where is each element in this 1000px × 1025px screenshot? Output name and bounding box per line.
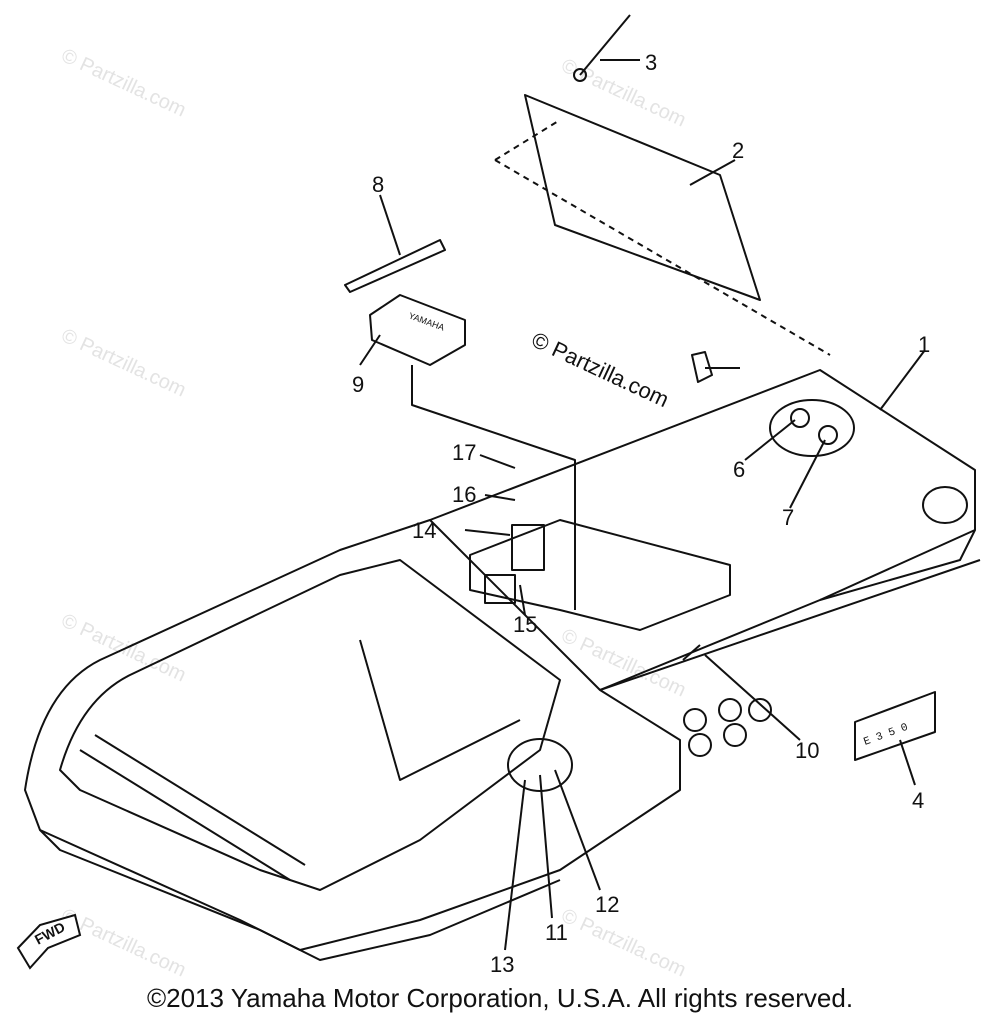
leader-13 xyxy=(504,779,526,951)
callout-1: 1 xyxy=(918,332,930,357)
callout-15: 15 xyxy=(513,612,537,637)
copyright-notice: ©2013 Yamaha Motor Corporation, U.S.A. A… xyxy=(146,983,854,1013)
cover-plate-2 xyxy=(524,94,761,301)
rear-frame-bottom xyxy=(599,559,981,691)
leader-9 xyxy=(359,334,381,366)
leader-2 xyxy=(689,159,736,186)
leader-6 xyxy=(744,419,796,461)
side-hole xyxy=(688,733,712,757)
callout-3: 3 xyxy=(645,50,657,75)
bracket-15 xyxy=(484,574,516,604)
bolt-10 xyxy=(682,644,701,661)
routing-line xyxy=(411,365,576,610)
rear-frame-side xyxy=(819,529,976,601)
leader-4 xyxy=(899,739,916,786)
callout-4: 4 xyxy=(912,788,924,813)
belly-pan-outer xyxy=(24,519,681,951)
leader-7 xyxy=(789,439,826,509)
callout-11: 11 xyxy=(545,920,568,945)
center-watermark: © Partzilla.com xyxy=(528,327,673,412)
bearing-7 xyxy=(818,425,838,445)
side-hole xyxy=(718,698,742,722)
watermark: © Partzilla.com xyxy=(58,45,189,122)
leader-11 xyxy=(539,774,553,919)
leader-17 xyxy=(479,454,516,469)
callout-13: 13 xyxy=(490,952,514,977)
watermark: © Partzilla.com xyxy=(558,905,689,982)
strap-8 xyxy=(344,239,446,293)
cover-plate-dashed xyxy=(494,119,831,356)
front-bumper xyxy=(39,829,561,961)
watermark: © Partzilla.com xyxy=(558,625,689,702)
belly-pan-inner xyxy=(59,559,561,891)
leader-15 xyxy=(519,584,526,616)
rear-bearing-housing xyxy=(769,399,855,457)
callout-14: 14 xyxy=(412,518,436,543)
bearing-6 xyxy=(790,408,810,428)
watermark: © Partzilla.com xyxy=(58,325,189,402)
rear-frame-hole xyxy=(922,486,968,524)
leader-10 xyxy=(704,654,801,741)
steering-post xyxy=(79,749,291,881)
callout-17: 17 xyxy=(452,440,476,465)
battery-brand-label: YAMAHA xyxy=(407,310,446,332)
callout-2: 2 xyxy=(732,138,744,163)
callout-10: 10 xyxy=(795,738,819,763)
side-hole xyxy=(683,708,707,732)
watermark: © Partzilla.com xyxy=(558,55,689,132)
watermark: © Partzilla.com xyxy=(58,905,189,982)
callout-8: 8 xyxy=(372,172,384,197)
tunnel-line xyxy=(359,639,521,781)
plate-text: E 3 5 0 xyxy=(862,722,910,749)
plate-4 xyxy=(854,691,936,761)
bolt-3-head xyxy=(573,68,587,82)
sprocket xyxy=(691,351,713,383)
leader-8 xyxy=(379,194,401,256)
frame-line-art xyxy=(24,14,981,961)
side-hole xyxy=(748,698,772,722)
bolt-3 xyxy=(579,14,631,76)
callout-12: 12 xyxy=(595,892,619,917)
fwd-arrow: FWD xyxy=(16,913,82,970)
callout-16: 16 xyxy=(452,482,476,507)
bracket-14 xyxy=(511,524,545,571)
callout-labels: 1 2 3 4 6 7 8 9 10 11 12 13 14 15 16 17 xyxy=(352,50,930,977)
leader-16 xyxy=(484,494,516,501)
callout-6: 6 xyxy=(733,457,745,482)
steering-post-2 xyxy=(94,734,306,866)
battery-9 xyxy=(369,294,466,366)
rear-frame-top xyxy=(429,369,976,691)
leader-12 xyxy=(554,769,601,891)
leader-14 xyxy=(464,529,511,536)
callout-9: 9 xyxy=(352,372,364,397)
front-hole xyxy=(507,738,573,792)
side-hole xyxy=(723,723,747,747)
callout-7: 7 xyxy=(782,505,794,530)
leader-1 xyxy=(879,349,926,411)
